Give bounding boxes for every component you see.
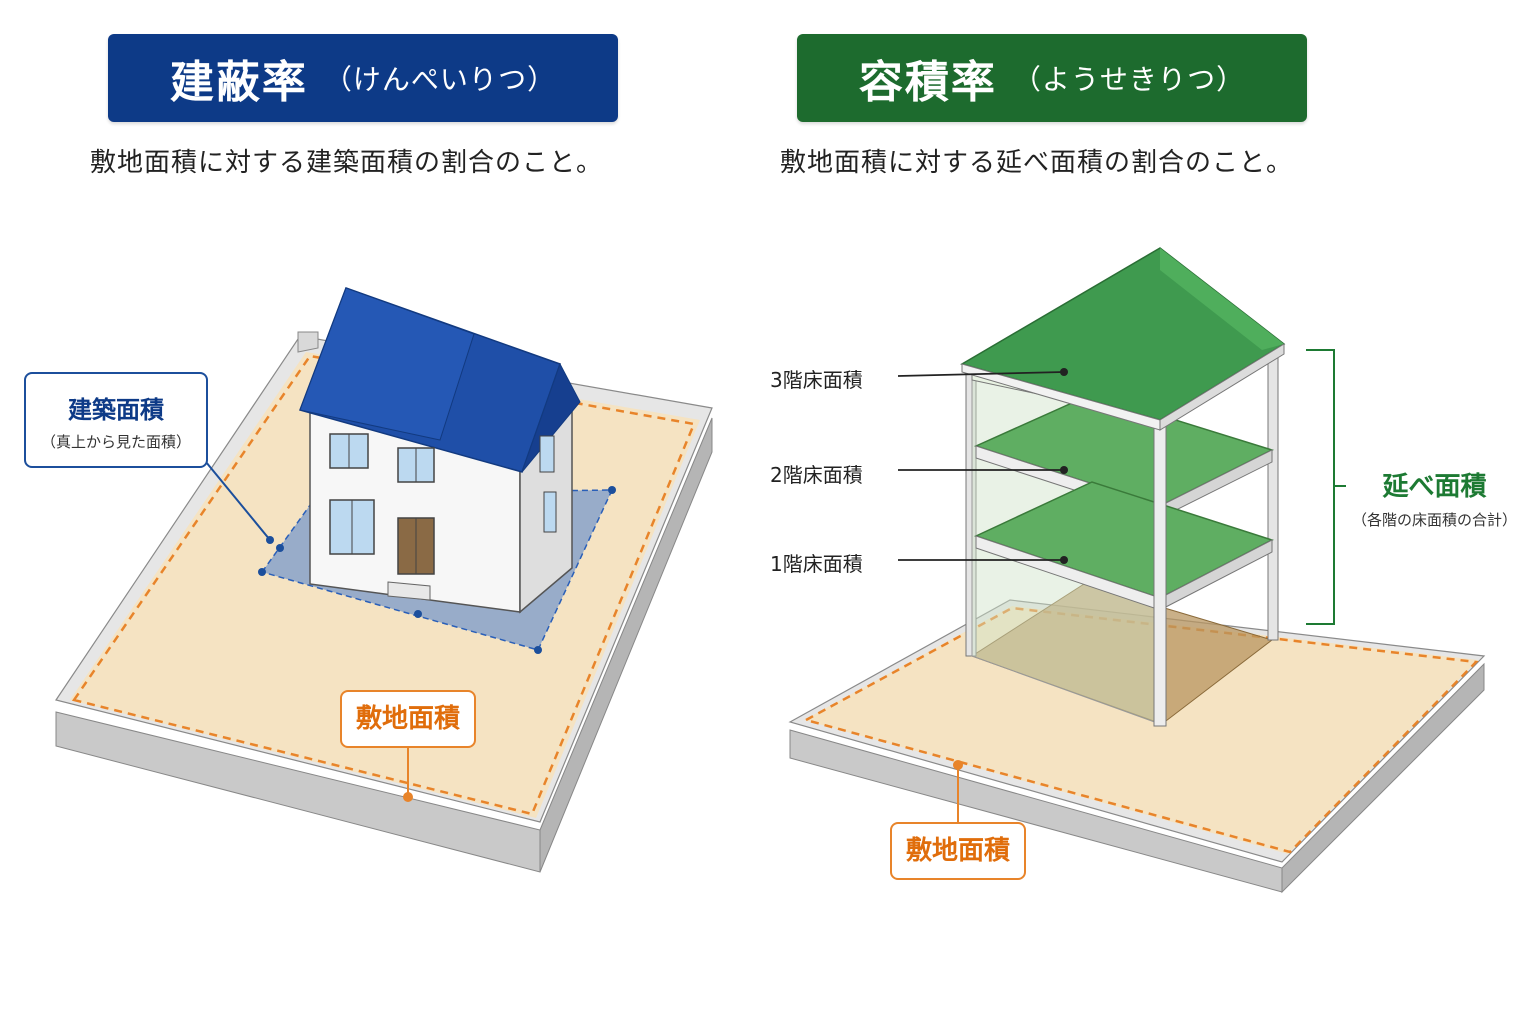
footprint-vertex	[608, 486, 616, 494]
floor-1-label: 1階床面積	[770, 552, 863, 576]
footprint-vertex	[276, 544, 284, 552]
window	[539, 435, 555, 473]
floor-area-ratio-reading: （ようせきりつ）	[1012, 63, 1246, 96]
floor-area-ratio-title: 容積率	[858, 57, 997, 108]
floor-area-ratio-header: 容積率 （ようせきりつ）	[797, 34, 1307, 122]
building-area-note: （真上から見た面積）	[40, 433, 191, 451]
total-floor-area-callout: 延べ面積 （各階の床面積の合計）	[1352, 466, 1517, 530]
floor-2-label: 2階床面積	[770, 463, 863, 487]
right-site-outline	[802, 606, 1479, 854]
right-site-ground	[804, 606, 1478, 854]
house	[299, 287, 581, 614]
building-coverage-title: 建蔽率	[169, 57, 308, 108]
window	[543, 491, 557, 533]
right-site-illustration	[788, 247, 1486, 894]
footprint-vertex	[258, 568, 266, 576]
floor-3-label: 3階床面積	[770, 368, 863, 392]
total-floor-bracket	[1306, 349, 1335, 625]
building-coverage-header: 建蔽率 （けんぺいりつ）	[108, 34, 618, 122]
footprint-vertex	[534, 646, 542, 654]
floor3-leader	[897, 371, 1065, 377]
left-site-area-label: 敷地面積	[340, 690, 476, 748]
left-curb-right	[539, 417, 713, 873]
building-area-label: 建築面積	[68, 396, 164, 424]
right-curb-right	[1281, 662, 1485, 894]
left-site-outline	[71, 354, 696, 816]
building-area-callout: 建築面積 （真上から見た面積）	[24, 372, 208, 468]
footprint-vertex	[414, 610, 422, 618]
left-site-illustration	[55, 287, 713, 873]
right-site-area-label: 敷地面積	[890, 822, 1026, 880]
building-coverage-reading: （けんぺいりつ）	[323, 63, 557, 96]
total-floor-area-note: （各階の床面積の合計）	[1352, 511, 1518, 529]
building-coverage-description: 敷地面積に対する建築面積の割合のこと。	[90, 148, 604, 178]
floor-area-ratio-description: 敷地面積に対する延べ面積の割合のこと。	[780, 148, 1294, 178]
total-floor-area-label: 延べ面積	[1382, 472, 1487, 502]
